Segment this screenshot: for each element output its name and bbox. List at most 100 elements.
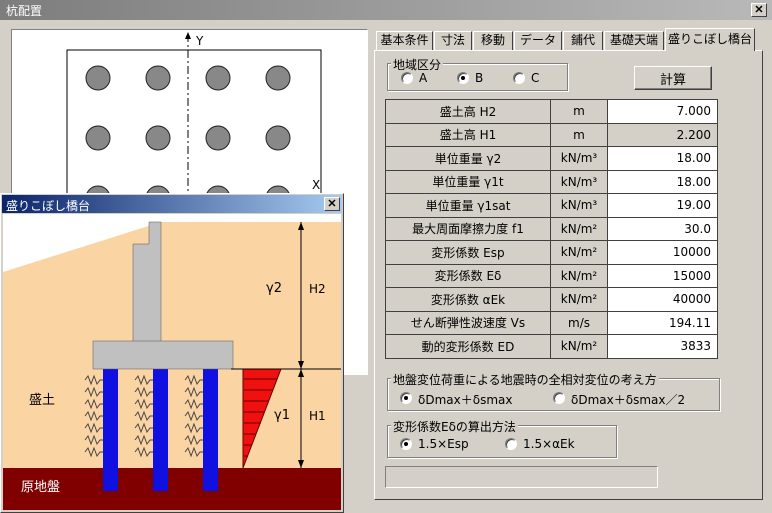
- soil-springs: [84, 374, 203, 458]
- gamma1-label: γ1: [274, 408, 290, 423]
- param-value-field[interactable]: 2.200: [607, 122, 718, 147]
- radio-icon[interactable]: [513, 72, 525, 84]
- param-label: 単位重量 γ1sat: [385, 193, 551, 218]
- ground-label: 原地盤: [21, 480, 61, 495]
- param-value-field[interactable]: 15000: [607, 263, 718, 288]
- arrow-head: [298, 369, 304, 377]
- param-value-field[interactable]: 3833: [607, 334, 718, 359]
- region-group: [387, 63, 568, 91]
- param-unit: m: [550, 99, 608, 124]
- tab-panel: [374, 50, 763, 500]
- abutment-diagram-canvas: [3, 214, 341, 510]
- piles: [85, 65, 291, 211]
- param-unit: kN/m³: [550, 169, 608, 194]
- param-label: 変形係数 Eδ: [385, 263, 551, 288]
- param-unit: m: [550, 122, 608, 147]
- param-value-field[interactable]: 30.0: [607, 216, 718, 241]
- pile-shaft: [153, 366, 168, 491]
- param-value-field[interactable]: 40000: [607, 287, 718, 312]
- radio-icon[interactable]: [400, 438, 412, 450]
- title-bar: 杭配置 ✕: [0, 0, 772, 20]
- footing: [92, 340, 234, 370]
- y-axis-label: Y: [196, 34, 204, 48]
- param-label: 盛土高 H1: [385, 122, 551, 147]
- tab-data[interactable]: データ: [514, 31, 562, 50]
- pile-shaft: [103, 366, 118, 491]
- pile: [145, 125, 171, 151]
- popup-title-bar[interactable]: 盛りこぼし橋台 ✕: [2, 195, 342, 213]
- param-label: 最大周面摩擦力度 f1: [385, 216, 551, 241]
- arrow-head: [298, 361, 304, 369]
- param-label: 単位重量 γ2: [385, 146, 551, 171]
- param-unit: kN/m²: [550, 263, 608, 288]
- tab-movement[interactable]: 移動: [473, 31, 513, 50]
- tab-basic-conditions[interactable]: 基本条件: [376, 31, 433, 50]
- pile: [265, 125, 291, 151]
- tab-paving[interactable]: 鋪代: [563, 31, 603, 50]
- radio-icon[interactable]: [401, 72, 413, 84]
- x-axis-label: X: [312, 178, 321, 192]
- h1-label: H1: [309, 409, 326, 423]
- param-label: せん断弾性波速度 Vs: [385, 310, 551, 335]
- param-value-field[interactable]: 10000: [607, 240, 718, 265]
- status-field: [385, 466, 658, 488]
- close-icon: ✕: [327, 197, 337, 210]
- tab-abutment[interactable]: 盛りこぼし橋台: [665, 28, 755, 51]
- pile: [85, 65, 111, 91]
- radio-icon[interactable]: [457, 72, 469, 84]
- arrow-head: [298, 222, 304, 230]
- pile: [205, 125, 231, 151]
- load-arrows: [244, 378, 277, 457]
- window-close-button[interactable]: ✕: [751, 3, 767, 17]
- calculate-button[interactable]: 計算: [634, 66, 712, 90]
- radio-icon[interactable]: [400, 392, 412, 404]
- param-label: 盛土高 H2: [385, 99, 551, 124]
- h2-label: H2: [309, 282, 326, 296]
- displacement-label: 地盤変位荷重による地震時の全相対変位の考え方: [391, 371, 659, 388]
- param-value-field[interactable]: 18.00: [607, 169, 718, 194]
- param-unit: kN/m²: [550, 216, 608, 241]
- abutment-popup[interactable]: 盛りこぼし橋台 ✕: [0, 193, 344, 513]
- embankment-label: 盛土: [29, 393, 56, 408]
- popup-title: 盛りこぼし橋台: [6, 199, 91, 213]
- pile: [265, 65, 291, 91]
- region-label: 地域区分: [391, 56, 444, 73]
- window-title: 杭配置: [6, 4, 43, 18]
- base-ground: [3, 468, 341, 510]
- popup-close-button[interactable]: ✕: [324, 197, 340, 211]
- param-value-field[interactable]: 18.00: [607, 146, 718, 171]
- param-unit: kN/m²: [550, 240, 608, 265]
- param-label: 動的変形係数 ED: [385, 334, 551, 359]
- param-label: 変形係数 Esp: [385, 240, 551, 265]
- param-label: 変形係数 αEk: [385, 287, 551, 312]
- abutment-diagram: γ2 H2 γ1 H1 盛土 原地盤: [3, 214, 341, 510]
- pile: [145, 65, 171, 91]
- radio-icon[interactable]: [553, 392, 565, 404]
- radio-icon[interactable]: [505, 438, 517, 450]
- tab-foundation-top[interactable]: 基礎天端: [604, 31, 664, 50]
- pile: [85, 125, 111, 151]
- y-axis-arrow: [185, 32, 191, 39]
- close-icon: ✕: [754, 3, 764, 16]
- param-value-field[interactable]: 194.11: [607, 310, 718, 335]
- gamma2-label: γ2: [266, 281, 282, 296]
- param-unit: kN/m²: [550, 334, 608, 359]
- param-unit: kN/m³: [550, 146, 608, 171]
- param-unit: kN/m³: [550, 193, 608, 218]
- pile-shaft: [203, 366, 218, 491]
- tab-dimensions[interactable]: 寸法: [434, 31, 472, 50]
- pile: [205, 65, 231, 91]
- modulus-label: 変形係数Eδの算出方法: [391, 418, 518, 435]
- param-value-field[interactable]: 7.000: [607, 99, 718, 124]
- param-value-field[interactable]: 19.00: [607, 193, 718, 218]
